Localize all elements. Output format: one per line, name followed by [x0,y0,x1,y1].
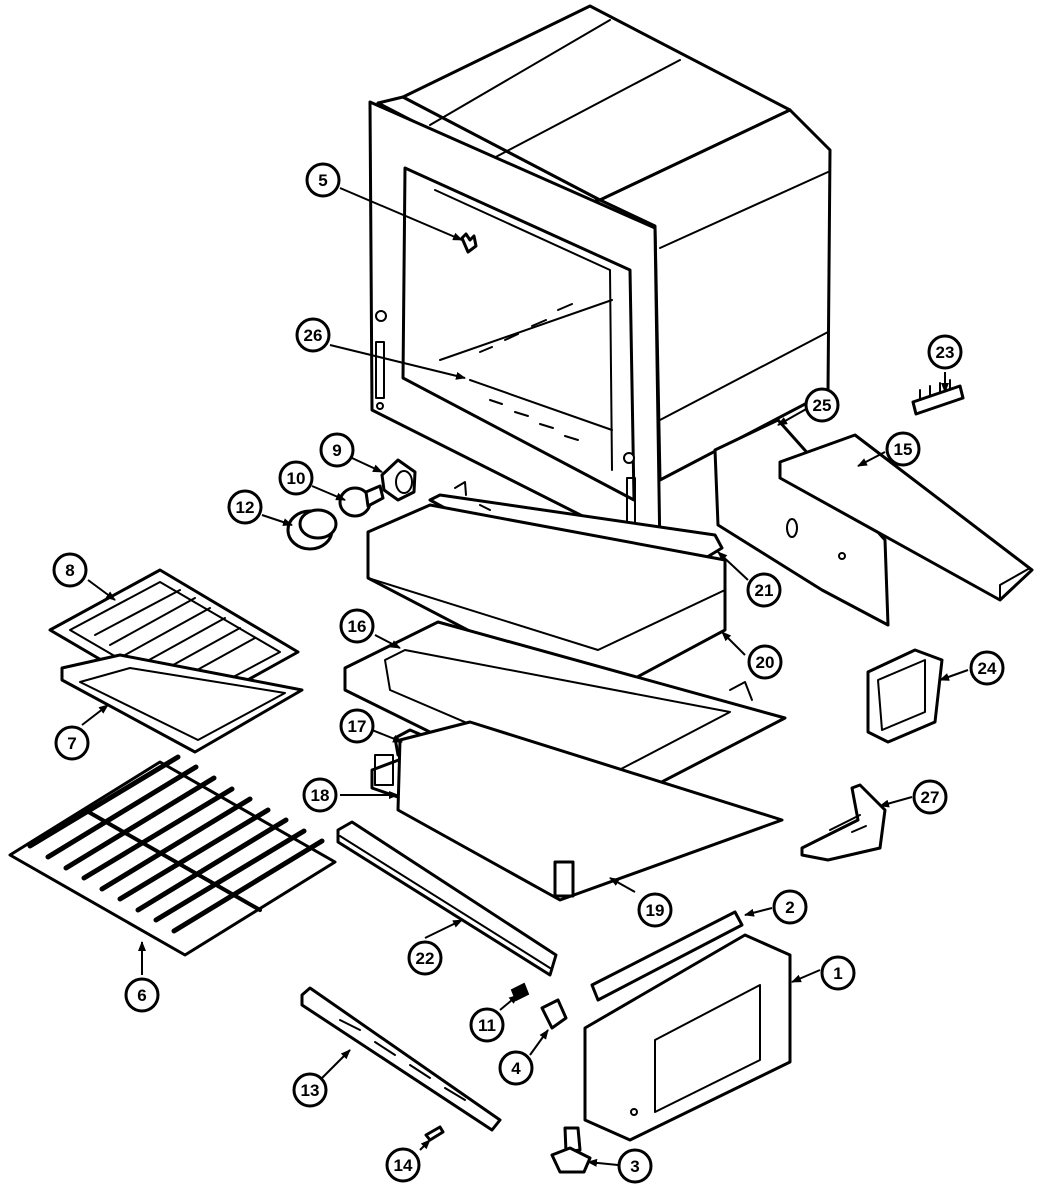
callout-13: 13 [292,1072,328,1108]
svg-text:19: 19 [646,901,665,920]
vent-duct [866,648,944,744]
svg-text:12: 12 [236,498,255,517]
svg-text:5: 5 [318,171,327,190]
callout-4: 4 [498,1050,534,1086]
leader-lines [81,187,969,1167]
callout-18: 18 [302,777,338,813]
callout-7: 7 [54,725,90,761]
callout-9: 9 [319,432,355,468]
svg-text:17: 17 [348,717,367,736]
light-bulb [338,484,385,518]
callout-8: 8 [52,552,88,588]
callout-10: 10 [278,460,314,496]
callout-12: 12 [227,489,263,525]
rack-hook-clip [460,232,478,254]
callout-17: 17 [339,708,375,744]
callout-20: 20 [747,644,783,680]
callout-1: 1 [820,955,856,991]
callout-2: 2 [772,889,808,925]
svg-text:3: 3 [630,1157,639,1176]
callout-14: 14 [385,1147,421,1183]
broiler-pan [60,653,304,754]
callout-26: 26 [295,317,331,353]
kick-panel [300,986,502,1132]
svg-text:18: 18 [311,786,330,805]
drawer-front [583,933,792,1142]
callout-5: 5 [305,162,341,198]
svg-text:9: 9 [332,441,341,460]
svg-text:16: 16 [348,617,367,636]
drawer-rail [590,910,744,1002]
svg-text:1: 1 [833,964,842,983]
oven-rack [8,754,337,957]
drawer-clip [540,998,568,1030]
svg-text:24: 24 [978,659,997,678]
callout-22: 22 [407,940,443,976]
svg-text:27: 27 [921,788,940,807]
callout-23: 23 [927,334,963,370]
svg-text:4: 4 [511,1059,521,1078]
svg-text:22: 22 [416,949,435,968]
svg-text:11: 11 [478,1016,496,1035]
svg-text:15: 15 [894,440,913,459]
callout-6: 6 [124,977,160,1013]
svg-text:25: 25 [813,396,832,415]
callout-15: 15 [885,431,921,467]
oven-bottom-panel [343,620,787,817]
svg-text:2: 2 [785,898,794,917]
terminal-block [911,379,965,416]
callout-3: 3 [617,1148,653,1184]
light-socket [380,458,417,502]
bottom-insulation-block [366,503,727,700]
svg-text:7: 7 [67,734,76,753]
svg-text:10: 10 [287,469,306,488]
callout-21: 21 [746,572,782,608]
callout-27: 27 [912,779,948,815]
callout-19: 19 [637,892,673,928]
svg-text:6: 6 [137,986,146,1005]
svg-text:23: 23 [936,343,955,362]
callout-11: 11 [469,1007,505,1043]
svg-text:26: 26 [304,326,323,345]
svg-text:20: 20 [756,653,775,672]
light-lens-cover [286,508,338,551]
front-trim-strip [336,820,558,977]
svg-text:21: 21 [755,581,774,600]
screw-small [424,1125,445,1142]
callout-16: 16 [339,608,375,644]
svg-text:13: 13 [301,1081,320,1100]
svg-text:14: 14 [394,1156,413,1175]
mounting-bracket [800,783,887,862]
callout-24: 24 [969,650,1005,686]
callout-25: 25 [804,387,840,423]
leveling-leg [550,1126,592,1174]
rear-bracket [778,433,1034,602]
svg-text:8: 8 [65,561,74,580]
